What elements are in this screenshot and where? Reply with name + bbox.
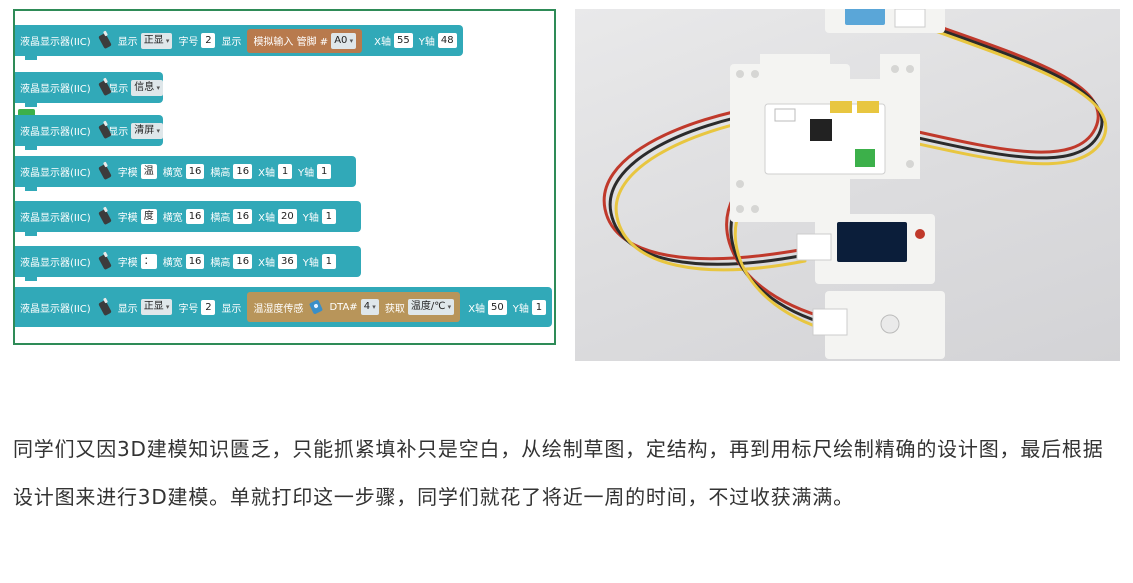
block-label: X轴 <box>468 303 486 315</box>
lcd-block-display-analog: 液晶显示器(IIC) 显示 正显 字号 2 显示 模拟输入 管脚 # A0 X轴… <box>15 25 463 60</box>
width-field: 16 <box>185 254 205 269</box>
y-field: 48 <box>437 33 457 48</box>
block-label: Y轴 <box>302 258 319 269</box>
block-label: 字号 <box>178 303 199 315</box>
block-label: 液晶显示器(IIC) <box>20 84 91 95</box>
glyph-field: 温 <box>140 164 157 179</box>
lcd-block-clear: 液晶显示器(IIC) 显示 清屏 <box>15 115 163 150</box>
block-label: 显示 <box>117 37 138 48</box>
reading-dropdown: 温度/℃ <box>407 299 455 315</box>
main-frame-board <box>730 54 920 222</box>
analog-input-block: 模拟输入 管脚 # A0 <box>247 28 363 53</box>
block-label: 横高 <box>210 213 231 224</box>
block-label: 横高 <box>210 168 231 179</box>
lcd-device-icon <box>99 253 112 270</box>
temp-sensor-module <box>825 9 945 33</box>
block-label: X轴 <box>258 258 276 269</box>
block-connector <box>18 109 35 118</box>
size-field: 2 <box>201 299 216 315</box>
block-label: 横宽 <box>162 258 183 269</box>
block-label: X轴 <box>258 213 276 224</box>
lcd-device-icon <box>99 32 112 49</box>
lcd-block-display-sensor: 液晶显示器(IIC) 显示 正显 字号 2 显示 温湿度传感 DTA# 4 获取… <box>15 287 552 327</box>
block-label: 温湿度传感 <box>253 303 304 315</box>
temp-humidity-sensor-block: 温湿度传感 DTA# 4 获取 温度/℃ <box>247 292 461 322</box>
glyph-field: ： <box>140 254 157 269</box>
block-label: Y轴 <box>418 37 435 48</box>
y-field: 1 <box>317 164 332 179</box>
block-label: 液晶显示器(IIC) <box>20 303 91 315</box>
block-label: 字模 <box>117 258 138 269</box>
pin-dropdown: A0 <box>331 32 357 49</box>
block-label: 获取 <box>384 303 405 315</box>
block-label: 显示 <box>108 127 129 138</box>
block-label: 模拟输入 管脚 # <box>253 37 329 48</box>
block-label: 字号 <box>178 37 199 48</box>
block-label: Y轴 <box>512 303 529 315</box>
block-label: X轴 <box>374 37 391 48</box>
size-field: 2 <box>201 33 216 48</box>
lcd-device-icon <box>99 79 103 96</box>
hardware-illustration <box>602 9 1108 359</box>
y-field: 1 <box>531 299 546 315</box>
block-label: X轴 <box>258 168 276 179</box>
block-code-screenshot: 液晶显示器(IIC) 显示 正显 字号 2 显示 模拟输入 管脚 # A0 X轴… <box>13 9 556 345</box>
x-field: 36 <box>278 254 297 269</box>
block-label: 横高 <box>210 258 231 269</box>
y-field: 1 <box>321 209 336 224</box>
x-field: 1 <box>278 164 293 179</box>
lcd-device-icon <box>99 299 112 316</box>
x-field: 20 <box>278 209 297 224</box>
lcd-device-icon <box>99 163 112 180</box>
block-label: 液晶显示器(IIC) <box>20 258 91 269</box>
block-label: 字模 <box>117 213 138 224</box>
block-label: 液晶显示器(IIC) <box>20 168 91 179</box>
lcd-device-icon <box>99 208 112 225</box>
lcd-block-display-info: 液晶显示器(IIC) 显示 信息 <box>15 72 163 107</box>
dta-dropdown: 4 <box>360 299 379 315</box>
lcd-block-glyph: 液晶显示器(IIC) 字模 温 横宽 16 横高 16 X轴 1 Y轴 1 <box>15 156 356 191</box>
block-label: 显示 <box>108 84 129 95</box>
block-label: 横宽 <box>162 168 183 179</box>
block-label: 液晶显示器(IIC) <box>20 37 91 48</box>
block-label: DTA# <box>329 301 358 313</box>
lcd-block-glyph: 液晶显示器(IIC) 字模 度 横宽 16 横高 16 X轴 20 Y轴 1 <box>15 201 361 236</box>
hardware-photo <box>575 9 1120 361</box>
mode-dropdown: 正显 <box>140 32 173 49</box>
y-field: 1 <box>321 254 336 269</box>
body-paragraph: 同学们又因3D建模知识匮乏，只能抓紧填补只是空白，从绘制草图，定结构，再到用标尺… <box>13 437 1104 509</box>
height-field: 16 <box>233 254 253 269</box>
mode-dropdown: 信息 <box>131 79 163 96</box>
width-field: 16 <box>185 164 205 179</box>
block-label: 横宽 <box>162 213 183 224</box>
mode-dropdown: 正显 <box>140 299 173 315</box>
mode-dropdown: 清屏 <box>131 122 163 139</box>
glyph-field: 度 <box>140 209 157 224</box>
height-field: 16 <box>233 164 253 179</box>
sensor-module-bottom <box>812 291 945 359</box>
block-label: 液晶显示器(IIC) <box>20 127 91 138</box>
x-field: 50 <box>488 299 507 315</box>
block-label: Y轴 <box>302 213 319 224</box>
block-label: Y轴 <box>298 168 315 179</box>
block-label: 显示 <box>221 37 242 48</box>
sensor-device-icon <box>309 299 323 315</box>
block-label: 显示 <box>221 303 242 315</box>
width-field: 16 <box>185 209 205 224</box>
height-field: 16 <box>233 209 253 224</box>
block-label: 显示 <box>117 303 138 315</box>
lcd-block-glyph: 液晶显示器(IIC) 字模 ： 横宽 16 横高 16 X轴 36 Y轴 1 <box>15 246 361 281</box>
block-label: 液晶显示器(IIC) <box>20 213 91 224</box>
x-field: 55 <box>394 33 413 48</box>
block-label: 字模 <box>117 168 138 179</box>
lcd-device-icon <box>99 122 103 139</box>
oled-display-module <box>796 214 935 284</box>
